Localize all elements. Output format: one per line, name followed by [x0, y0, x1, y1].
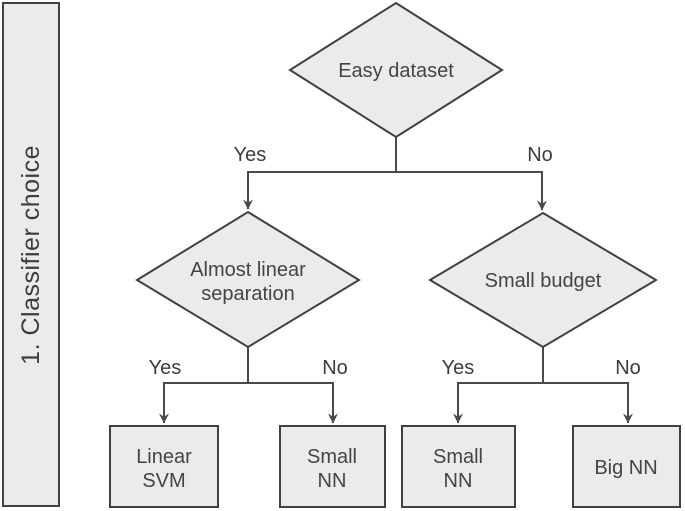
edge-label-almost-linear-no: No: [322, 357, 348, 379]
edge-label-small-budget-no: No: [615, 357, 641, 379]
edge-root-yes: [243, 137, 397, 210]
label-easy-dataset: Easy dataset: [338, 60, 454, 82]
node-almost-linear-separation: [135, 210, 361, 349]
label-small-nn-left-line1: Small: [307, 446, 357, 468]
edge-almost-linear-yes: [159, 347, 249, 424]
edge-label-root-no: No: [527, 144, 553, 166]
edge-label-almost-linear-yes: Yes: [149, 357, 182, 379]
edge-root-no: [396, 171, 547, 211]
node-linear-svm: [109, 425, 219, 508]
label-almost-linear-line2: separation: [201, 283, 294, 305]
label-linear-svm-line1: Linear: [136, 446, 192, 468]
edge-small-budget-no: [543, 382, 633, 424]
node-big-nn: [572, 425, 681, 508]
label-almost-linear-line1: Almost linear: [190, 259, 306, 281]
edge-small-budget-yes: [453, 347, 544, 424]
label-linear-svm-line2: SVM: [142, 470, 185, 492]
node-small-nn-right: [401, 425, 516, 508]
label-small-nn-left-line2: NN: [318, 470, 347, 492]
label-small-nn-right-line1: Small: [433, 446, 483, 468]
node-small-budget: [428, 211, 658, 349]
edge-almost-linear-no: [248, 382, 338, 424]
node-easy-dataset: [288, 1, 504, 139]
edge-label-small-budget-yes: Yes: [442, 357, 475, 379]
classifier-choice-sidebar: 1. Classifier choice: [2, 2, 60, 507]
edge-label-root-yes: Yes: [234, 144, 267, 166]
label-small-budget: Small budget: [485, 270, 602, 292]
label-small-nn-right-line2: NN: [444, 470, 473, 492]
label-big-nn: Big NN: [594, 457, 657, 479]
node-small-nn-left: [279, 425, 386, 508]
